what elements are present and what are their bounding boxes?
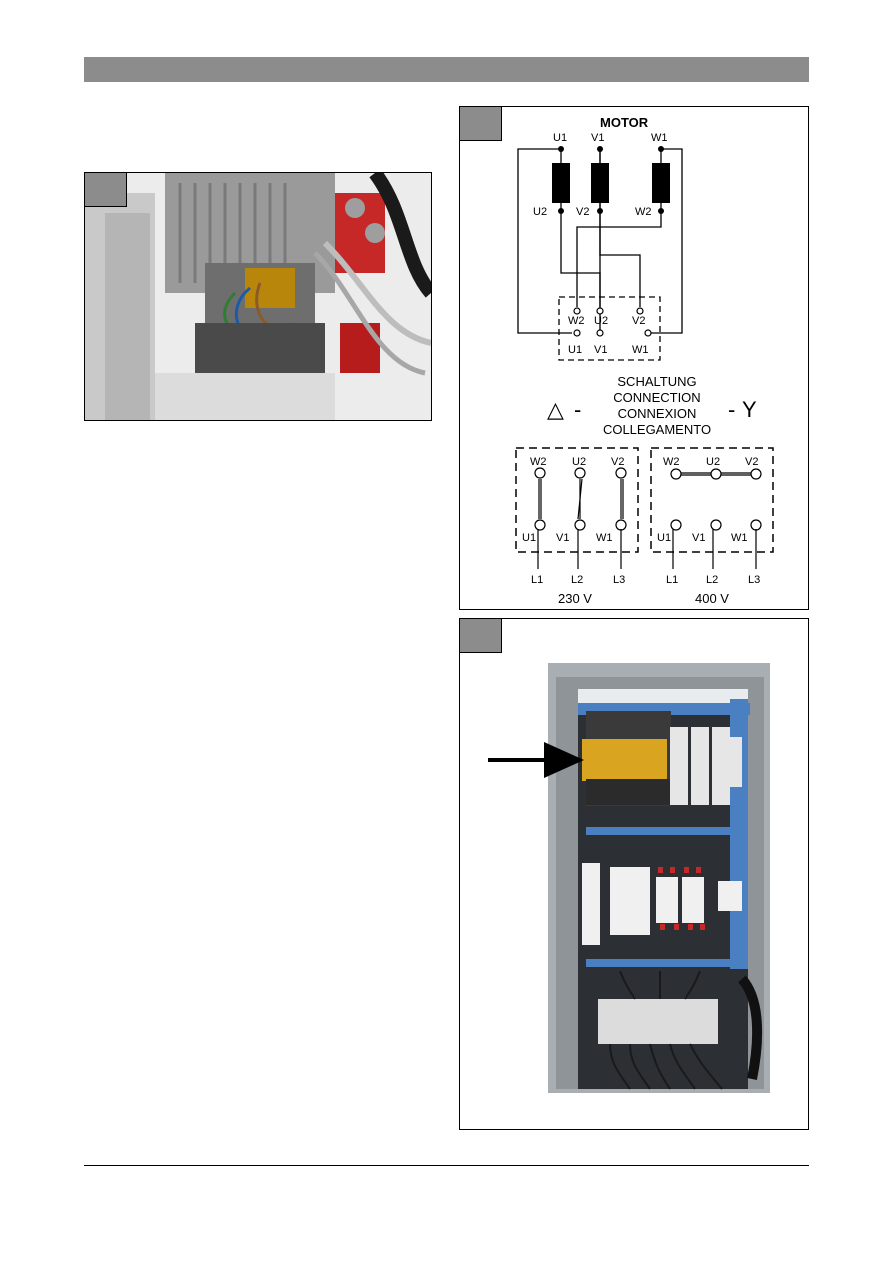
star-line-l2: L2 bbox=[706, 574, 718, 586]
star-top-w2: W2 bbox=[663, 456, 680, 468]
delta-bottom-v1: V1 bbox=[556, 532, 569, 544]
star-line-l1: L1 bbox=[666, 574, 678, 586]
header-bar bbox=[84, 57, 809, 82]
motor-title: MOTOR bbox=[600, 115, 649, 130]
terminal-label-w2: W2 bbox=[635, 206, 652, 218]
terminal-label-v1: V1 bbox=[591, 132, 604, 144]
dash-delta: - bbox=[574, 397, 581, 422]
delta-bottom-u1: U1 bbox=[522, 532, 536, 544]
star-connection-box bbox=[650, 447, 774, 553]
winding-wires bbox=[517, 148, 683, 334]
pointer-arrow-head bbox=[544, 742, 584, 778]
delta-line-l2: L2 bbox=[571, 574, 583, 586]
terminal-label-u2: U2 bbox=[533, 206, 547, 218]
dash-star: - bbox=[728, 397, 735, 422]
figure-number-tab bbox=[460, 107, 502, 141]
figure-number-tab bbox=[85, 173, 127, 207]
star-top-u2: U2 bbox=[706, 456, 720, 468]
box-label-w2: W2 bbox=[568, 315, 585, 327]
switch-text-en: CONNECTION bbox=[613, 390, 700, 405]
terminal-box bbox=[558, 296, 661, 361]
delta-top-v2: V2 bbox=[611, 456, 624, 468]
wiring-diagram-svg: MOTOR U1 V1 W1 U2 V2 W2 bbox=[515, 115, 774, 606]
star-line-l3: L3 bbox=[748, 574, 760, 586]
delta-line-l3: L3 bbox=[613, 574, 625, 586]
delta-connection-box bbox=[515, 447, 639, 553]
box-label-u1: U1 bbox=[568, 344, 582, 356]
switch-text-it: COLLEGAMENTO bbox=[603, 422, 711, 437]
figure-number-tab bbox=[460, 619, 502, 653]
wiring-diagram: MOTOR U1 V1 W1 U2 V2 W2 bbox=[459, 106, 809, 610]
star-top-v2: V2 bbox=[745, 456, 758, 468]
box-label-v1: V1 bbox=[594, 344, 607, 356]
motor-photo-illustration bbox=[85, 173, 431, 420]
delta-line-l1: L1 bbox=[531, 574, 543, 586]
delta-bottom-w1: W1 bbox=[596, 532, 613, 544]
delta-top-u2: U2 bbox=[572, 456, 586, 468]
star-symbol: Y bbox=[742, 397, 757, 422]
switch-text-de: SCHALTUNG bbox=[617, 374, 696, 389]
terminal-label-v2: V2 bbox=[576, 206, 589, 218]
control-cabinet-photo bbox=[459, 618, 809, 1130]
delta-voltage: 230 V bbox=[558, 591, 592, 606]
delta-top-w2: W2 bbox=[530, 456, 547, 468]
switch-text-fr: CONNEXION bbox=[618, 406, 697, 421]
cabinet-photo-illustration bbox=[488, 663, 770, 1093]
terminal-label-w1: W1 bbox=[651, 132, 668, 144]
star-bottom-w1: W1 bbox=[731, 532, 748, 544]
motor-terminal-photo bbox=[84, 172, 432, 421]
box-label-v2: V2 bbox=[632, 315, 645, 327]
box-label-w1: W1 bbox=[632, 344, 649, 356]
star-bottom-u1: U1 bbox=[657, 532, 671, 544]
terminal-label-u1: U1 bbox=[553, 132, 567, 144]
star-voltage: 400 V bbox=[695, 591, 729, 606]
box-label-u2: U2 bbox=[594, 315, 608, 327]
delta-symbol: △ bbox=[547, 397, 564, 422]
footer-rule bbox=[84, 1165, 809, 1166]
star-bottom-v1: V1 bbox=[692, 532, 705, 544]
